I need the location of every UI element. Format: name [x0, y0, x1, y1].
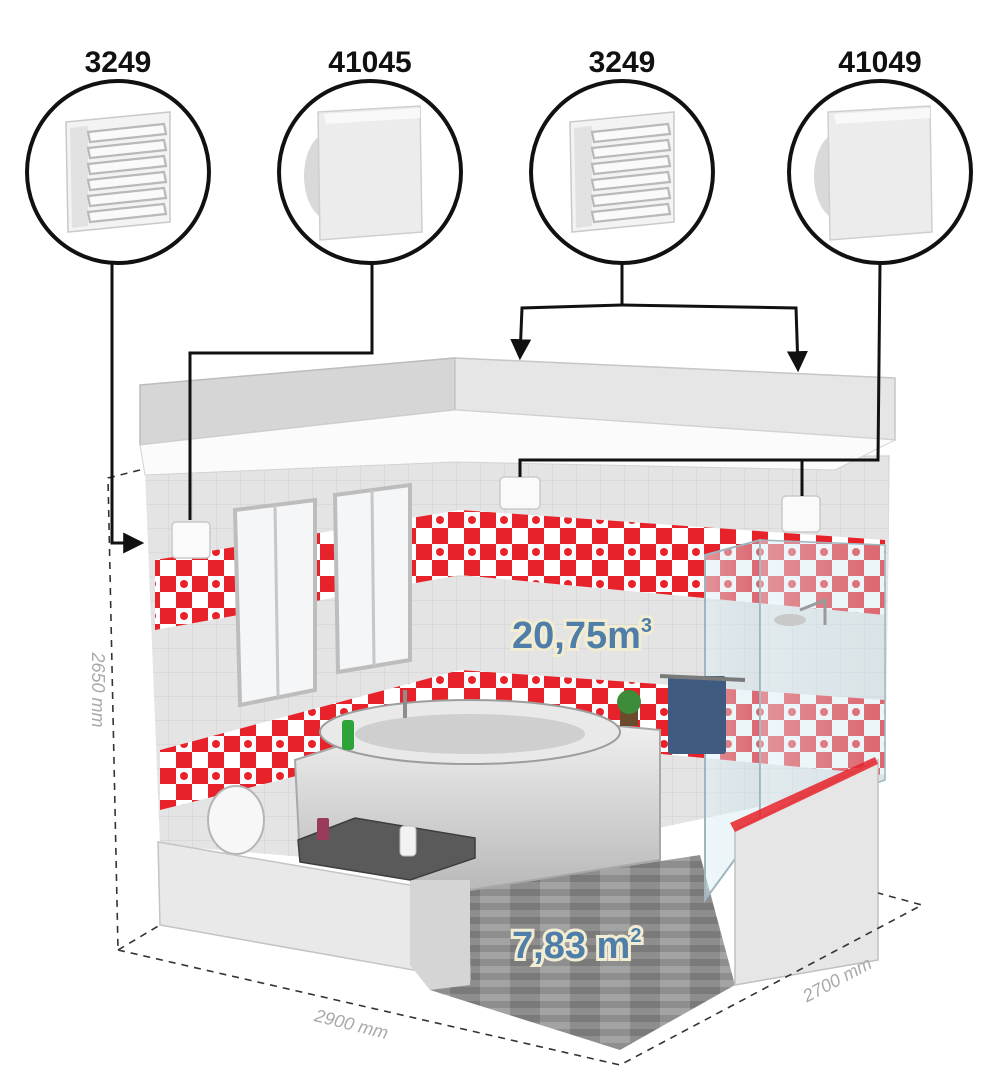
volume-value: 20,75	[512, 615, 607, 657]
dimension-lines	[107, 469, 925, 1066]
volume-unit: m	[607, 615, 641, 657]
louvre-grille-icon	[65, 111, 171, 233]
area-value: 7,83	[512, 925, 586, 967]
connector-fan-1	[188, 263, 374, 520]
counter-top	[297, 817, 476, 881]
towel	[668, 676, 726, 754]
ceiling-grille-vent	[499, 476, 541, 510]
width-dimension-label: 2900 mm	[312, 1005, 391, 1043]
product-code-1: 3249	[85, 46, 152, 79]
product-code-2: 41045	[328, 46, 411, 79]
product-circle-fan-2	[787, 79, 973, 265]
front-wall-left-side	[410, 880, 470, 990]
wall-fan-right	[781, 495, 821, 533]
toilet	[207, 785, 265, 855]
connector-lines	[110, 262, 882, 554]
area-exponent: 2	[630, 925, 641, 947]
wall-fan-left	[171, 521, 211, 559]
product-code-3: 3249	[589, 46, 656, 79]
floor-area-label: 7,83 m2	[512, 925, 641, 967]
window-right	[332, 482, 412, 675]
bathroom-fan-icon	[304, 105, 423, 241]
cup	[317, 818, 329, 840]
floor	[430, 855, 735, 1050]
product-circle-grille-2	[529, 79, 715, 265]
area-space	[586, 925, 597, 967]
louvre-grille-icon	[569, 111, 675, 233]
connector-grille-1	[110, 263, 145, 554]
bathroom-scene	[139, 357, 897, 1050]
volume-exponent: 3	[641, 615, 652, 637]
bathroom-fan-icon	[814, 105, 933, 241]
height-dimension-label: 2650 mm	[88, 651, 108, 727]
connector-fan-2	[518, 262, 882, 477]
area-unit: m	[597, 925, 631, 967]
product-circle-fan-1	[277, 79, 463, 265]
plant	[617, 690, 641, 726]
room-volume-label: 20,75m3	[512, 615, 652, 657]
connector-grille-2-right	[621, 303, 808, 373]
green-bottle	[342, 720, 354, 750]
product-circle-grille-1	[25, 79, 211, 265]
connector-grille-2-left	[510, 303, 623, 361]
shower-cabin	[704, 538, 886, 904]
soap-bottle	[399, 825, 417, 857]
window-left	[232, 497, 317, 708]
product-code-4: 41049	[838, 46, 921, 79]
front-wall-right-top	[730, 757, 878, 832]
